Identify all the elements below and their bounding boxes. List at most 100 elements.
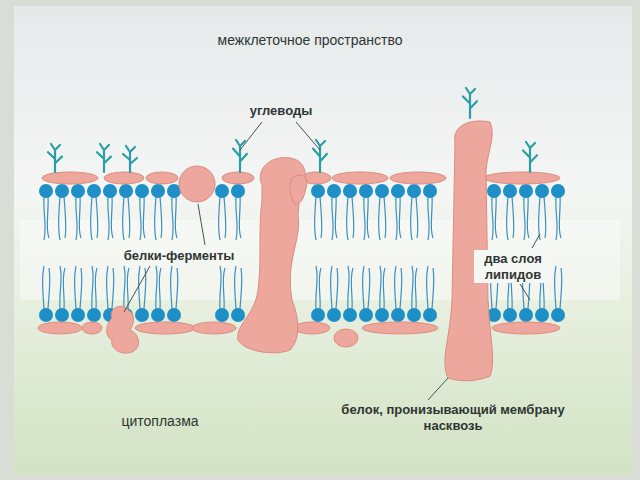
carbohydrate-chain: [97, 144, 111, 172]
lipid-head: [119, 184, 133, 198]
lipid-tail: [559, 196, 561, 238]
lipid-head: [343, 308, 357, 322]
lipid-tail: [410, 196, 412, 240]
leader-line: [532, 234, 540, 248]
label: белки-ферменты: [104, 248, 254, 264]
lipid-tail: [348, 266, 349, 309]
lipid-tail: [47, 196, 49, 238]
peripheral-protein: [362, 322, 438, 334]
leader-line: [198, 204, 205, 245]
lipid-tail: [60, 266, 61, 309]
lipid-tail: [80, 268, 82, 309]
lipid-head: [135, 184, 149, 198]
carbohydrate-chain: [233, 140, 247, 172]
lipid-tail: [124, 266, 125, 309]
leader-line: [240, 122, 262, 150]
lipid-head: [311, 308, 325, 322]
peripheral-protein: [104, 172, 144, 184]
lipid-head: [535, 184, 549, 198]
lipid-tail: [320, 196, 322, 238]
lipid-tail: [512, 196, 514, 238]
lipid-tail: [92, 266, 93, 309]
protein-lobe: [290, 175, 307, 204]
lipid-tail: [416, 196, 418, 238]
lipid-tail: [154, 196, 156, 240]
lipid-tail: [58, 196, 60, 240]
lipid-head: [551, 184, 565, 198]
lipid-tail: [316, 266, 317, 309]
lipid-tail: [160, 196, 162, 238]
peripheral-protein: [492, 322, 560, 334]
lipid-tail: [42, 266, 44, 309]
lipid-tail: [63, 268, 65, 309]
lipid-head: [343, 184, 357, 198]
lipid-tail: [544, 196, 546, 238]
lipid-head: [503, 308, 517, 322]
lipid-tail: [394, 266, 396, 309]
lipid-head: [359, 184, 373, 198]
lipid-head: [39, 308, 53, 322]
lipid-tail: [431, 196, 433, 238]
lipid-tail: [218, 196, 220, 240]
lipid-head: [487, 184, 501, 198]
lipid-tail: [175, 196, 177, 238]
lipid-head: [519, 184, 533, 198]
lipid-tail: [384, 196, 386, 238]
lipid-tail: [239, 196, 241, 238]
lipid-head: [135, 308, 149, 322]
lipid-tail: [396, 196, 397, 240]
peripheral-protein: [332, 172, 388, 184]
lipid-tail: [364, 196, 365, 240]
lipid-tail: [560, 268, 562, 309]
lipid-head: [327, 308, 341, 322]
lipid-tail: [538, 196, 540, 240]
peripheral-protein: [484, 172, 560, 184]
lipid-tail: [234, 266, 236, 309]
peripheral-protein: [146, 172, 178, 184]
lipid-tail: [332, 196, 333, 240]
lipid-tail: [362, 266, 364, 309]
lipid-tail: [44, 196, 45, 240]
lipid-tail: [159, 268, 161, 309]
lipid-tail: [79, 196, 81, 238]
lipid-tail: [412, 266, 413, 309]
lipid-tail: [380, 266, 381, 309]
lipid-tail: [351, 268, 353, 309]
lipid-tail: [90, 196, 92, 240]
lipid-tail: [426, 266, 428, 309]
lipid-head: [55, 308, 69, 322]
lipid-tail: [108, 196, 109, 240]
carbohydrate-chain: [48, 144, 62, 172]
lipid-head: [391, 308, 405, 322]
enzyme-protein: [107, 306, 139, 353]
lipid-head: [71, 308, 85, 322]
lipid-tail: [143, 196, 145, 238]
label: два слоя липидов: [474, 250, 552, 283]
lipid-tail: [170, 266, 172, 309]
peripheral-protein: [38, 322, 82, 334]
lipid-tail: [506, 196, 508, 240]
peripheral-protein: [294, 322, 330, 334]
label: белок, пронизывающий мембрану насквозь: [340, 402, 566, 433]
lipid-tail: [64, 196, 66, 238]
peripheral-protein: [334, 329, 358, 347]
lipid-head: [423, 184, 437, 198]
lipid-tail: [128, 196, 130, 238]
lipid-head: [519, 308, 533, 322]
lipid-head: [215, 308, 229, 322]
label: межклеточное пространство: [180, 32, 440, 49]
lipid-head: [423, 308, 437, 322]
lipid-tail: [74, 266, 76, 309]
lipid-tail: [492, 196, 493, 240]
lipid-head: [375, 184, 389, 198]
leader-line: [520, 284, 530, 300]
lipid-head: [39, 184, 53, 198]
lipid-tail: [368, 268, 370, 309]
lipid-head: [215, 184, 229, 198]
lipid-tail: [319, 268, 321, 309]
lipid-head: [375, 308, 389, 322]
peripheral-protein: [192, 322, 236, 334]
lipid-head: [55, 184, 69, 198]
